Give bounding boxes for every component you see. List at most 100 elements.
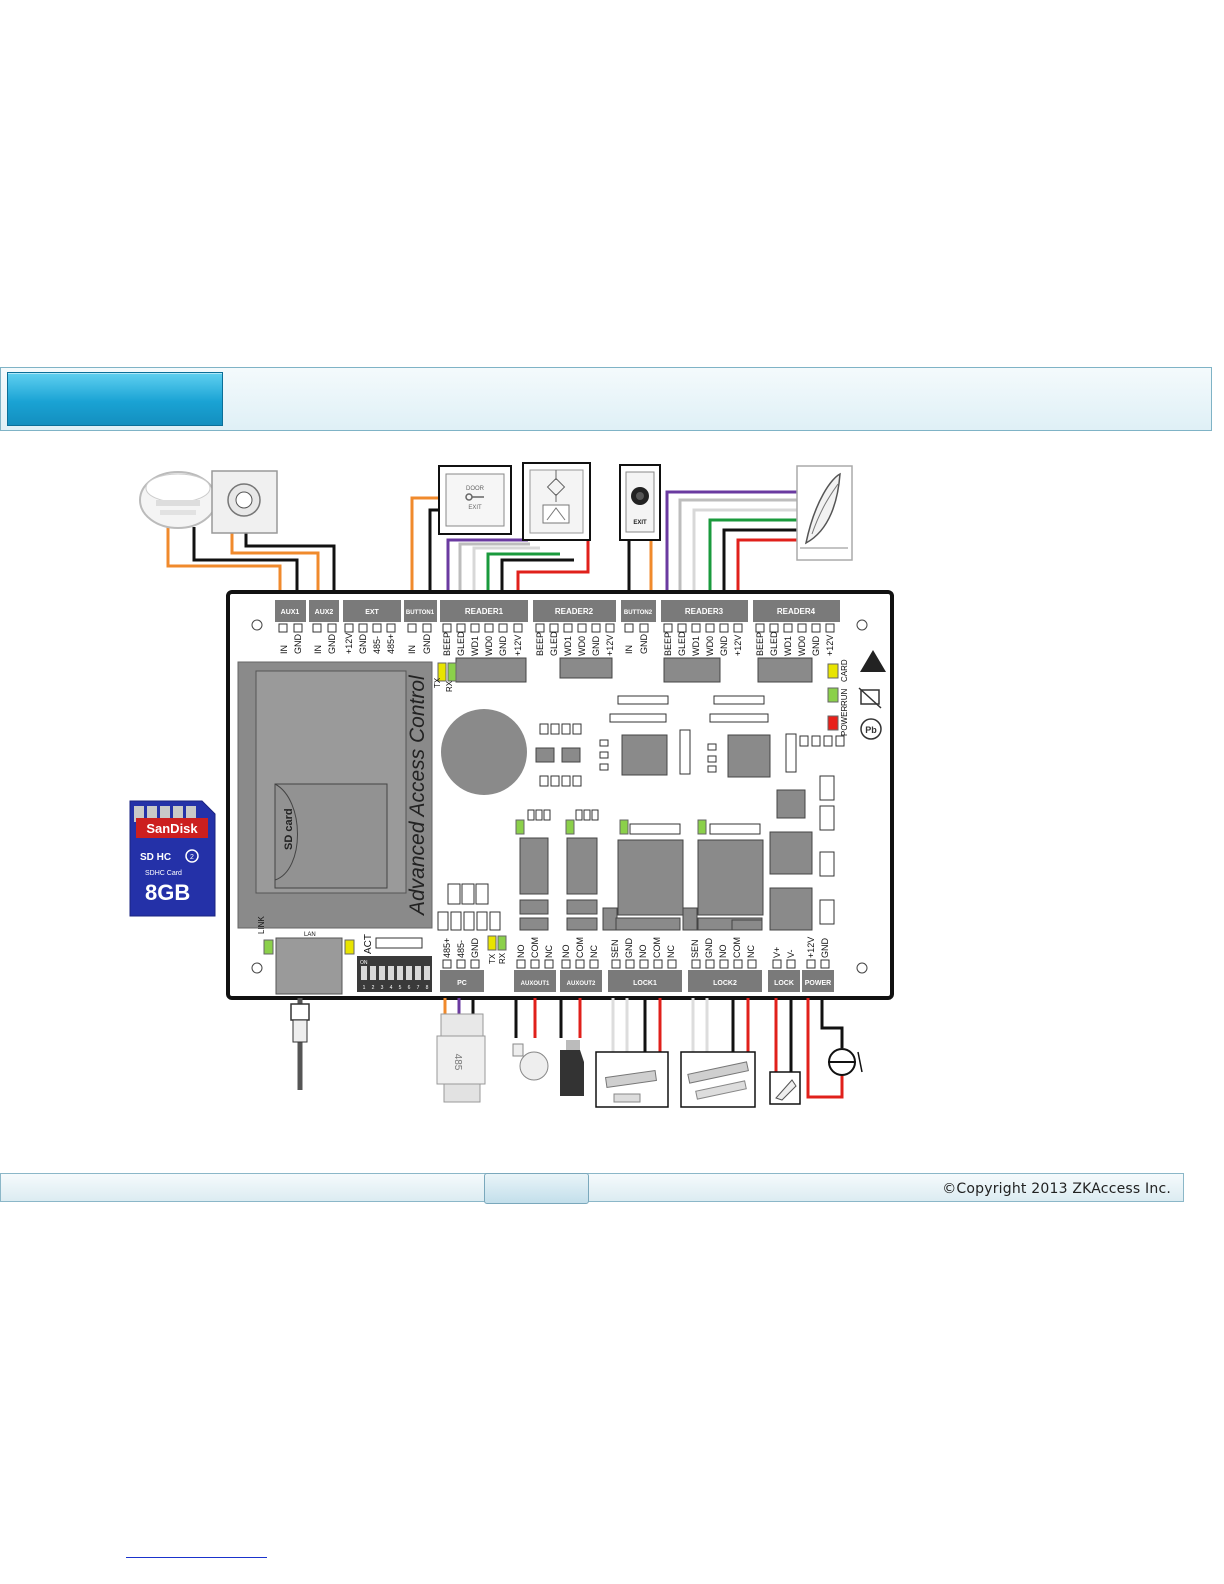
- pin-r3-gled: GLED: [677, 631, 687, 656]
- pin-l2-no: NO: [718, 945, 728, 959]
- bottom-header-blocks: PC AUXOUT1 AUXOUT2 LOCK1 LOCK2 LOCK POWE…: [440, 970, 834, 992]
- pin-l1-com: COM: [652, 937, 662, 958]
- header-lock1: LOCK1: [633, 980, 657, 987]
- bottom-terminal-holes: [442, 959, 830, 969]
- top-header-blocks: AUX1 AUX2 EXT BUTTON1 READER1 READER2 BU…: [275, 600, 840, 622]
- magnetic-lock-icon: [680, 1051, 756, 1108]
- small-ic-pads: [375, 695, 845, 949]
- pin-aux1-gnd: GND: [293, 634, 303, 655]
- glass-break-sensor-icon: [211, 470, 278, 534]
- header-ext: EXT: [365, 609, 379, 616]
- exit-button-2-text: EXIT: [633, 520, 647, 526]
- svg-text:Pb: Pb: [865, 725, 877, 735]
- pin-l1-sen: SEN: [610, 939, 620, 958]
- pin-ext-gnd: GND: [358, 634, 368, 655]
- pin-r1-gnd: GND: [498, 636, 508, 657]
- coin-battery: [441, 709, 527, 795]
- pin-button1-gnd: GND: [422, 634, 432, 655]
- pin-pc-485n: 485-: [456, 940, 466, 958]
- page-footer: ©Copyright 2013 ZKAccess Inc.: [0, 1173, 1184, 1204]
- electric-bolt-lock-icon: [595, 1051, 669, 1108]
- pin-pc-485p: 485+: [442, 938, 452, 958]
- pin-r3-wd0: WD0: [705, 636, 715, 656]
- pin-r3-gnd: GND: [719, 636, 729, 657]
- pin-aux1-com: COM: [530, 937, 540, 958]
- pin-l2-sen: SEN: [690, 939, 700, 958]
- header-power: POWER: [805, 980, 831, 987]
- rx-label-bottom: RX: [498, 952, 507, 964]
- dip-switch: ON 1 2 3 4 5 6 7 8: [357, 956, 432, 992]
- dip-on-label: ON: [360, 960, 368, 966]
- pin-l2-com: COM: [732, 937, 742, 958]
- led-labels: TX RX CARD RUN POWER LINK ACT TX RX LAN: [257, 659, 849, 964]
- sd-card-slot: SD card: [237, 661, 433, 929]
- tx-label-top: TX: [433, 677, 442, 688]
- pin-r4-beep: BEEP: [755, 632, 765, 656]
- section-header-tab: [7, 372, 223, 426]
- lan-port: [275, 937, 343, 995]
- header-auxout1: AUXOUT1: [521, 981, 550, 987]
- pin-r3-wd1: WD1: [691, 636, 701, 656]
- pin-aux1-nc: NC: [544, 945, 554, 958]
- smoke-detector-icon: [139, 471, 217, 529]
- pin-aux1-in: IN: [279, 645, 289, 654]
- pin-l1-gnd: GND: [624, 938, 634, 959]
- pin-aux1-no: NO: [516, 945, 526, 959]
- header-lock: LOCK: [774, 980, 794, 987]
- header-lock2: LOCK2: [713, 980, 737, 987]
- led-run-label: RUN: [840, 688, 849, 706]
- pin-r4-gled: GLED: [769, 631, 779, 656]
- pin-r1-gled: GLED: [456, 631, 466, 656]
- pin-button2-gnd: GND: [639, 634, 649, 655]
- pin-r1-wd0: WD0: [484, 636, 494, 656]
- pin-l1-nc: NC: [666, 945, 676, 958]
- section-header-bar: [0, 367, 1212, 431]
- tx-label-bottom: TX: [488, 953, 497, 964]
- dip-3: 3: [381, 985, 384, 991]
- sd-capacity: 8GB: [145, 880, 190, 905]
- pin-r1-beep: BEEP: [442, 632, 452, 656]
- dip-2: 2: [372, 985, 375, 991]
- header-reader4: READER4: [777, 607, 816, 616]
- pin-r1-wd1: WD1: [470, 636, 480, 656]
- top-pin-labels: IN GND IN GND +12V GND 485- 485+ IN GND …: [279, 631, 835, 656]
- header-reader3: READER3: [685, 607, 724, 616]
- converter-label: 485: [452, 1054, 463, 1071]
- board-components: [455, 657, 813, 931]
- pin-r1-12v: +12V: [513, 635, 523, 656]
- pin-power-12v: +12V: [806, 937, 816, 958]
- header-button1: BUTTON1: [406, 610, 435, 616]
- header-button2: BUTTON2: [624, 610, 653, 616]
- status-leds: [263, 662, 839, 955]
- page-number-tab: [484, 1173, 589, 1204]
- pin-lock-vp: V+: [772, 947, 782, 958]
- warning-symbols: Pb: [858, 650, 886, 740]
- dip-1: 1: [363, 985, 366, 991]
- led-card-label: CARD: [840, 659, 849, 682]
- dip-8: 8: [426, 985, 429, 991]
- sd-slot-label: SD card: [283, 808, 295, 850]
- header-aux1: AUX1: [281, 609, 300, 616]
- power-supply-icon: [828, 1048, 863, 1076]
- footnote-separator: [126, 1557, 267, 1558]
- exit-button-1-door-text: DOOR: [466, 486, 485, 492]
- pin-r4-wd0: WD0: [797, 636, 807, 656]
- lan-label: LAN: [304, 932, 316, 938]
- link-label: LINK: [257, 916, 266, 934]
- pin-r2-gled: GLED: [549, 631, 559, 656]
- pin-r4-gnd: GND: [811, 636, 821, 657]
- pin-ext-12v: +12V: [344, 633, 354, 654]
- pin-r4-12v: +12V: [825, 635, 835, 656]
- pin-r2-beep: BEEP: [535, 632, 545, 656]
- sd-type: SDHC Card: [145, 870, 182, 877]
- pin-l2-nc: NC: [746, 945, 756, 958]
- board-title: Advanced Access Control: [406, 674, 429, 917]
- rx-label-top: RX: [445, 680, 454, 692]
- pin-power-gnd: GND: [820, 938, 830, 959]
- header-pc: PC: [457, 980, 467, 987]
- pin-r2-12v: +12V: [605, 635, 615, 656]
- electric-strike-icon: [769, 1071, 801, 1105]
- dip-5: 5: [399, 985, 402, 991]
- top-terminal-holes: [278, 623, 835, 633]
